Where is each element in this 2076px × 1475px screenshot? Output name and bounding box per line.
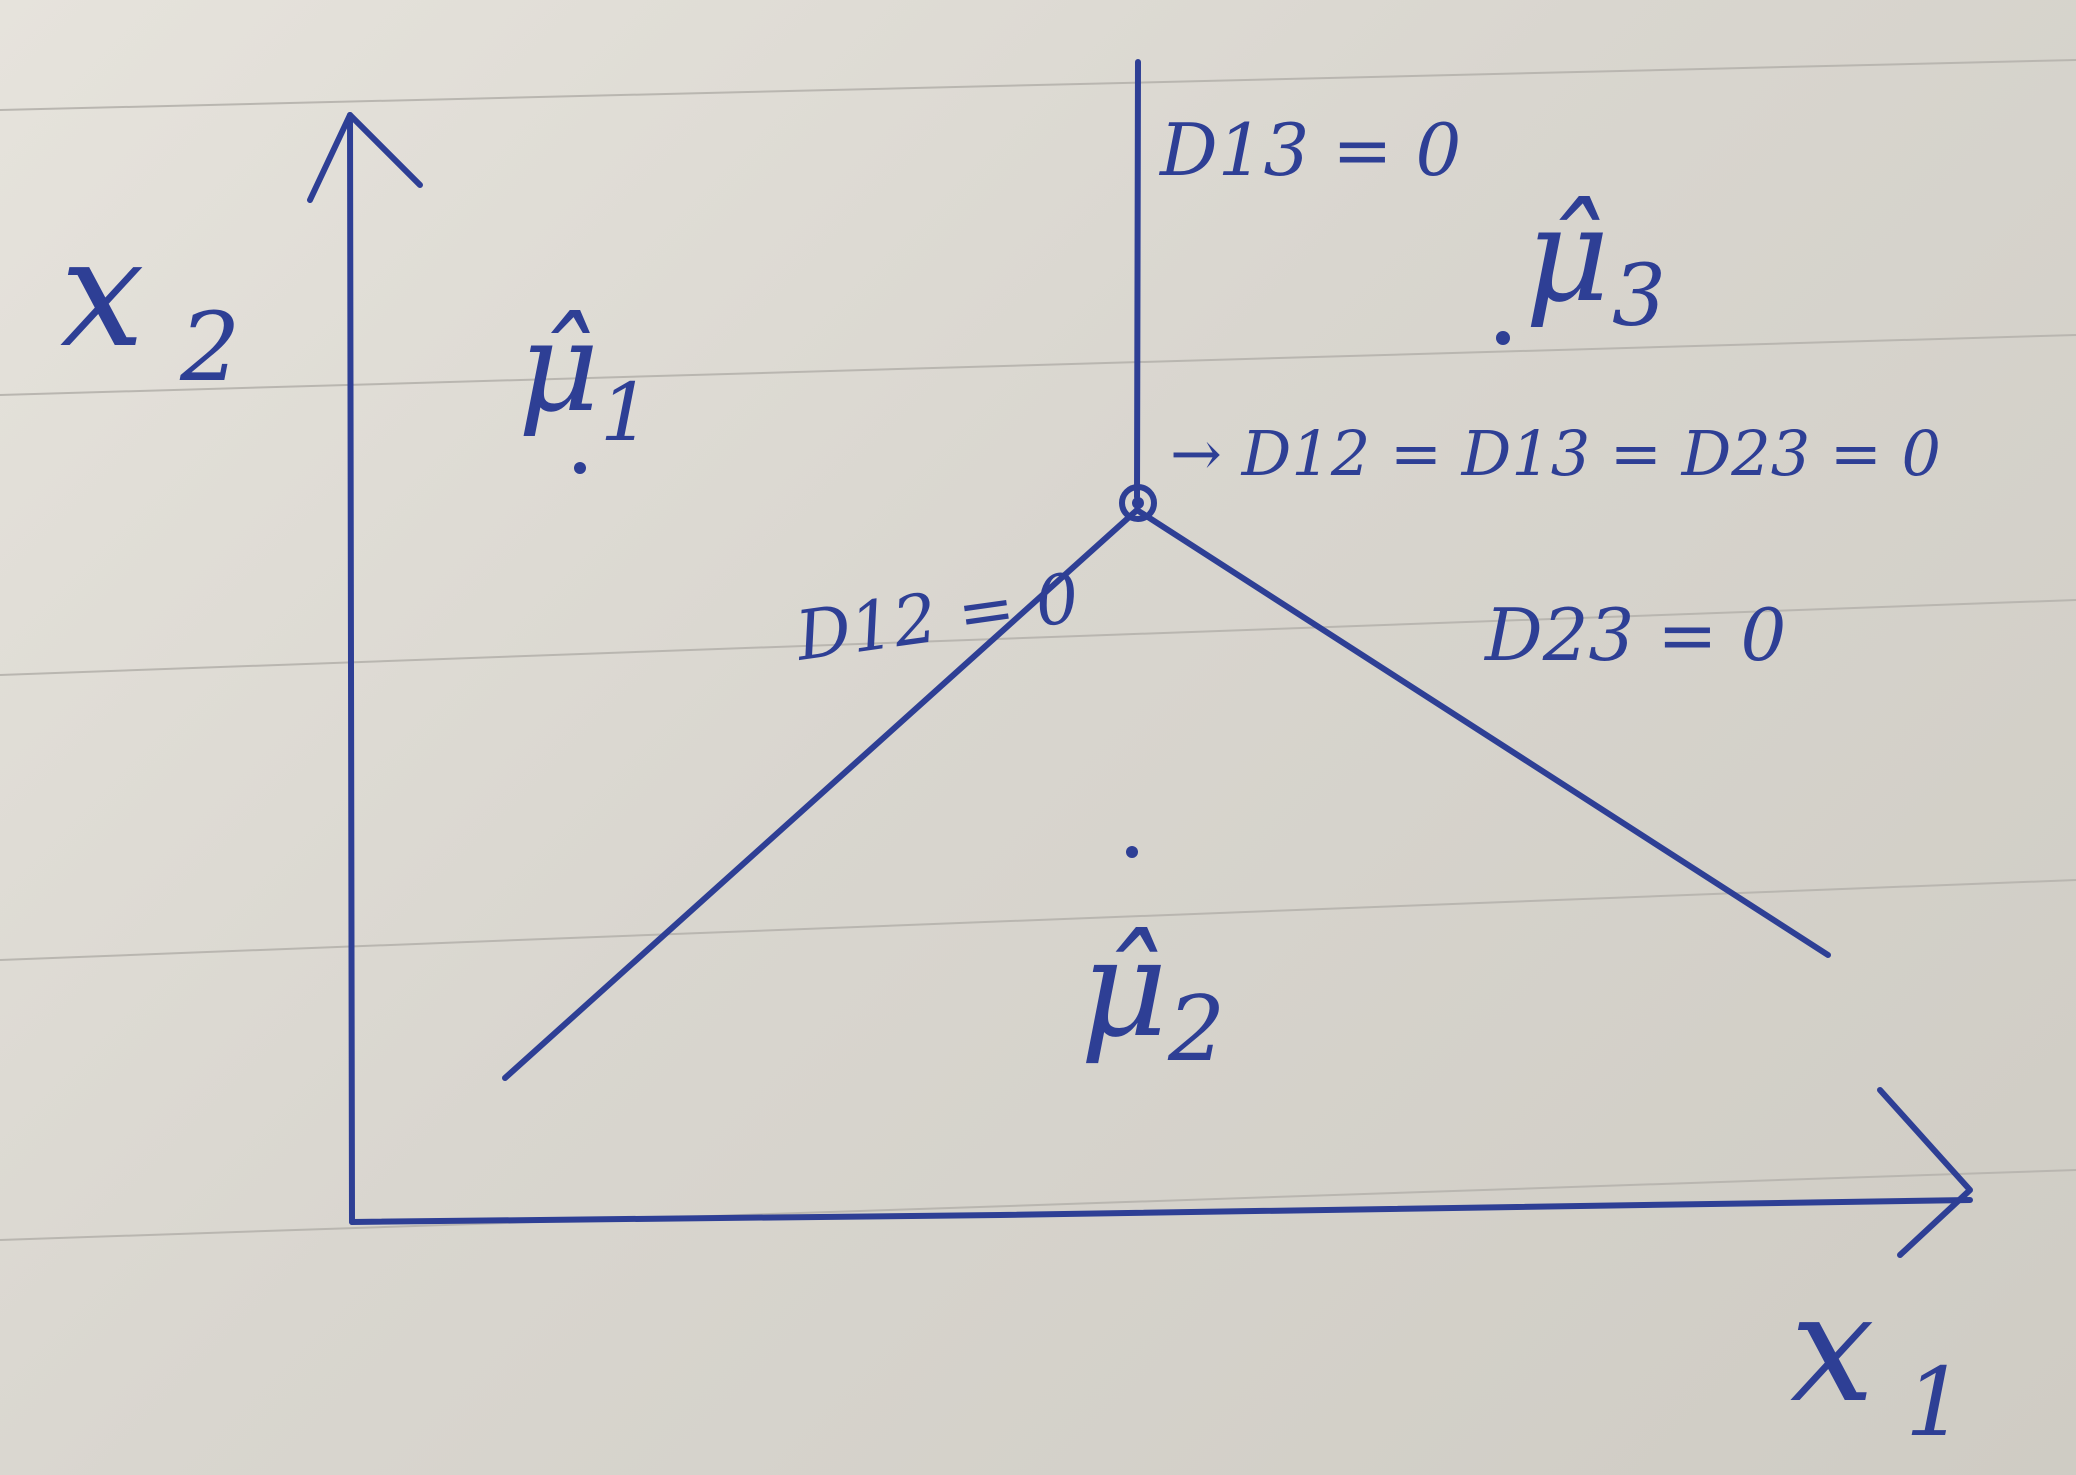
boundary-label-d13-top: D13 = 0 [1158,108,1461,192]
mean-1-dot [574,462,586,474]
y-axis-label: x 2 [60,207,240,403]
x-axis-line [349,1197,1973,1225]
svg-text:1: 1 [600,366,651,459]
junction-point [1119,484,1157,522]
y-axis-line [347,112,355,1225]
svg-text:x: x [60,207,145,381]
mean-2-label: μ̂ 2 [1080,910,1225,1082]
svg-text:μ̂: μ̂ [1080,910,1168,1067]
mean-3-label: μ̂ 3 [1525,179,1666,346]
decision-boundaries [502,59,1831,1081]
svg-text:μ̂: μ̂ [518,295,599,440]
mean-1-label: μ̂ 1 [518,295,651,459]
svg-text:x: x [1790,1262,1875,1436]
svg-text:3: 3 [1612,247,1666,346]
svg-text:2: 2 [1167,977,1225,1082]
svg-text:1: 1 [1905,1348,1965,1458]
boundary-d12 [502,507,1140,1081]
svg-text:2: 2 [179,293,240,403]
junction-label: → D12 = D13 = D23 = 0 [1170,417,1941,490]
x-axis-label: x 1 [1790,1262,1965,1458]
svg-text:μ̂: μ̂ [1525,179,1610,331]
x-axis-arrowhead [1877,1087,1973,1258]
boundary-d23 [1134,507,1831,958]
axes [307,112,1973,1258]
boundary-d13-vertical [1134,59,1141,500]
mean-2-dot [1126,846,1138,858]
mean-3-dot [1496,331,1510,345]
y-axis-arrowhead [307,112,423,203]
boundary-label-d12: D12 = 0 [789,559,1084,677]
mean-points [574,331,1510,858]
boundary-label-d23: D23 = 0 [1483,593,1786,677]
